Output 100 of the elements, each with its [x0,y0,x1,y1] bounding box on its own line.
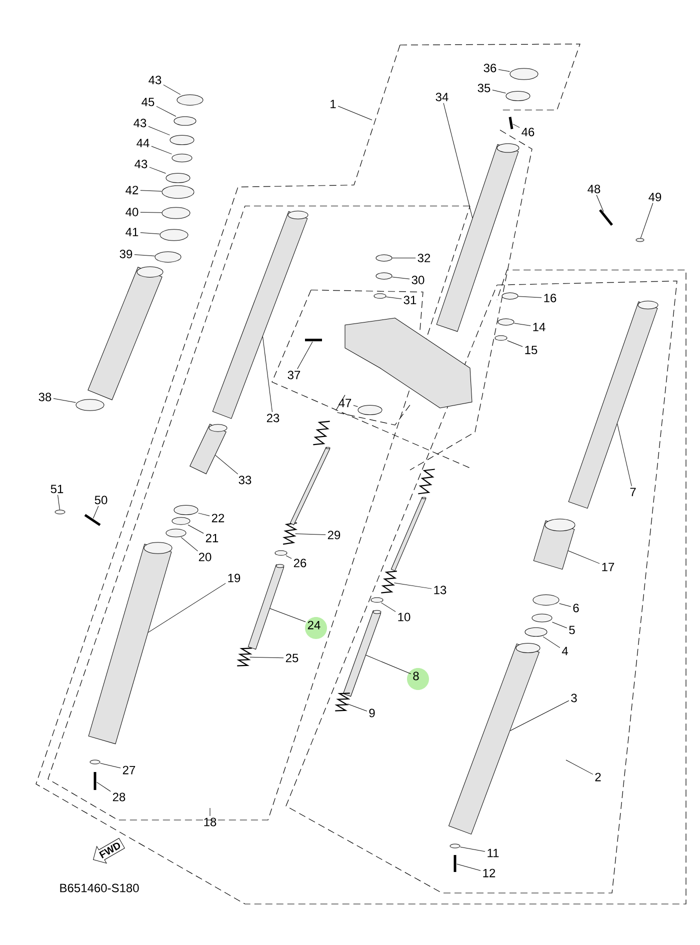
bolt [305,338,322,342]
spring [236,648,252,666]
leader-line [353,405,358,407]
clip [532,614,552,622]
bracket [599,209,613,226]
leader-line [514,323,531,326]
callout-number: 38 [38,392,52,402]
leader-line [568,550,600,564]
cap-bolt [498,318,514,326]
leader-line [262,336,272,412]
leader-line [151,146,172,154]
callout-number: 11 [488,848,499,858]
callout-number: 35 [478,84,490,92]
o-ring [494,335,508,341]
callout-number: 2 [595,772,601,782]
leader-line [295,533,326,535]
cap-bolt [376,272,392,280]
bearing-race [162,207,190,219]
damper-rod [343,610,382,697]
leader-line [140,190,162,192]
nut [176,94,204,106]
bolt [454,855,456,872]
leader-line [512,124,520,128]
callout-number: 33 [238,476,252,484]
callout-number: 36 [484,64,496,72]
callout-number: 46 [522,128,534,136]
callout-number: 3 [571,694,577,702]
spring [282,522,298,545]
bracket [88,266,164,400]
callout-number: 51 [50,484,64,494]
leader-line [596,194,604,212]
leader-line [366,654,412,674]
leader-line [386,296,402,300]
callout-number: 28 [112,792,126,802]
bolt [94,772,96,790]
callout-number: 41 [126,228,138,236]
ring [370,597,384,603]
oil-seal [524,627,548,637]
callout-number: 6 [573,604,579,612]
callout-number: 15 [525,346,538,354]
callout-number: 48 [588,184,600,194]
dust-seal [174,504,198,516]
seal [76,399,104,411]
callout-number: 7 [630,488,636,496]
leader-line [215,454,238,474]
washer [90,760,100,764]
nut [170,134,194,146]
callout-number: 29 [328,530,340,540]
callout-number: 25 [286,654,298,662]
leader-line [492,90,506,94]
leader-line [270,608,306,622]
cap [358,404,382,416]
callout-number: 45 [142,98,154,106]
washer [510,68,538,80]
leader-line [100,763,121,768]
leader-line [510,700,570,731]
ring [274,550,288,556]
leader-line [140,232,160,234]
leader-line [156,106,176,117]
leader-line [347,704,368,712]
callout-number: 21 [206,534,218,542]
callout-number: 9 [369,708,375,718]
leader-line [507,340,523,347]
callout-number: 50 [94,496,108,504]
leader-line [58,494,60,510]
callout-number: 22 [212,514,224,522]
leader-line [163,84,181,95]
bracket [84,514,101,526]
callout-number: 5 [569,626,575,634]
callout-number: 30 [412,276,424,284]
leader-line [149,166,166,174]
callout-number: 17 [602,562,614,572]
leader-line [148,583,226,633]
direction-sign: FWD [93,838,125,864]
bolt [508,116,514,130]
leader-line [559,603,572,607]
callout-number: 40 [126,208,138,216]
callout-number: 10 [398,612,410,622]
leader-line [148,126,170,136]
leader-line [96,782,111,792]
callout-number: 24 [308,620,320,630]
leader-line [380,602,396,612]
clip [502,292,518,300]
callout-number: 18 [204,818,216,826]
washer [506,90,530,102]
callout-number: 12 [483,868,496,878]
steering-stem [436,143,520,332]
leader-line [392,276,410,280]
callout-number: 37 [288,370,300,380]
washer [172,154,192,162]
callout-number: 27 [122,766,136,774]
callout-number: 14 [533,322,546,332]
leader-line [542,636,560,648]
nut [636,238,644,242]
leader-line [297,342,313,370]
leader-line [498,69,510,72]
bearing-race [162,185,194,199]
callout-number: 8 [413,672,419,680]
callout-number: 4 [562,646,568,656]
leader-line [456,864,481,871]
